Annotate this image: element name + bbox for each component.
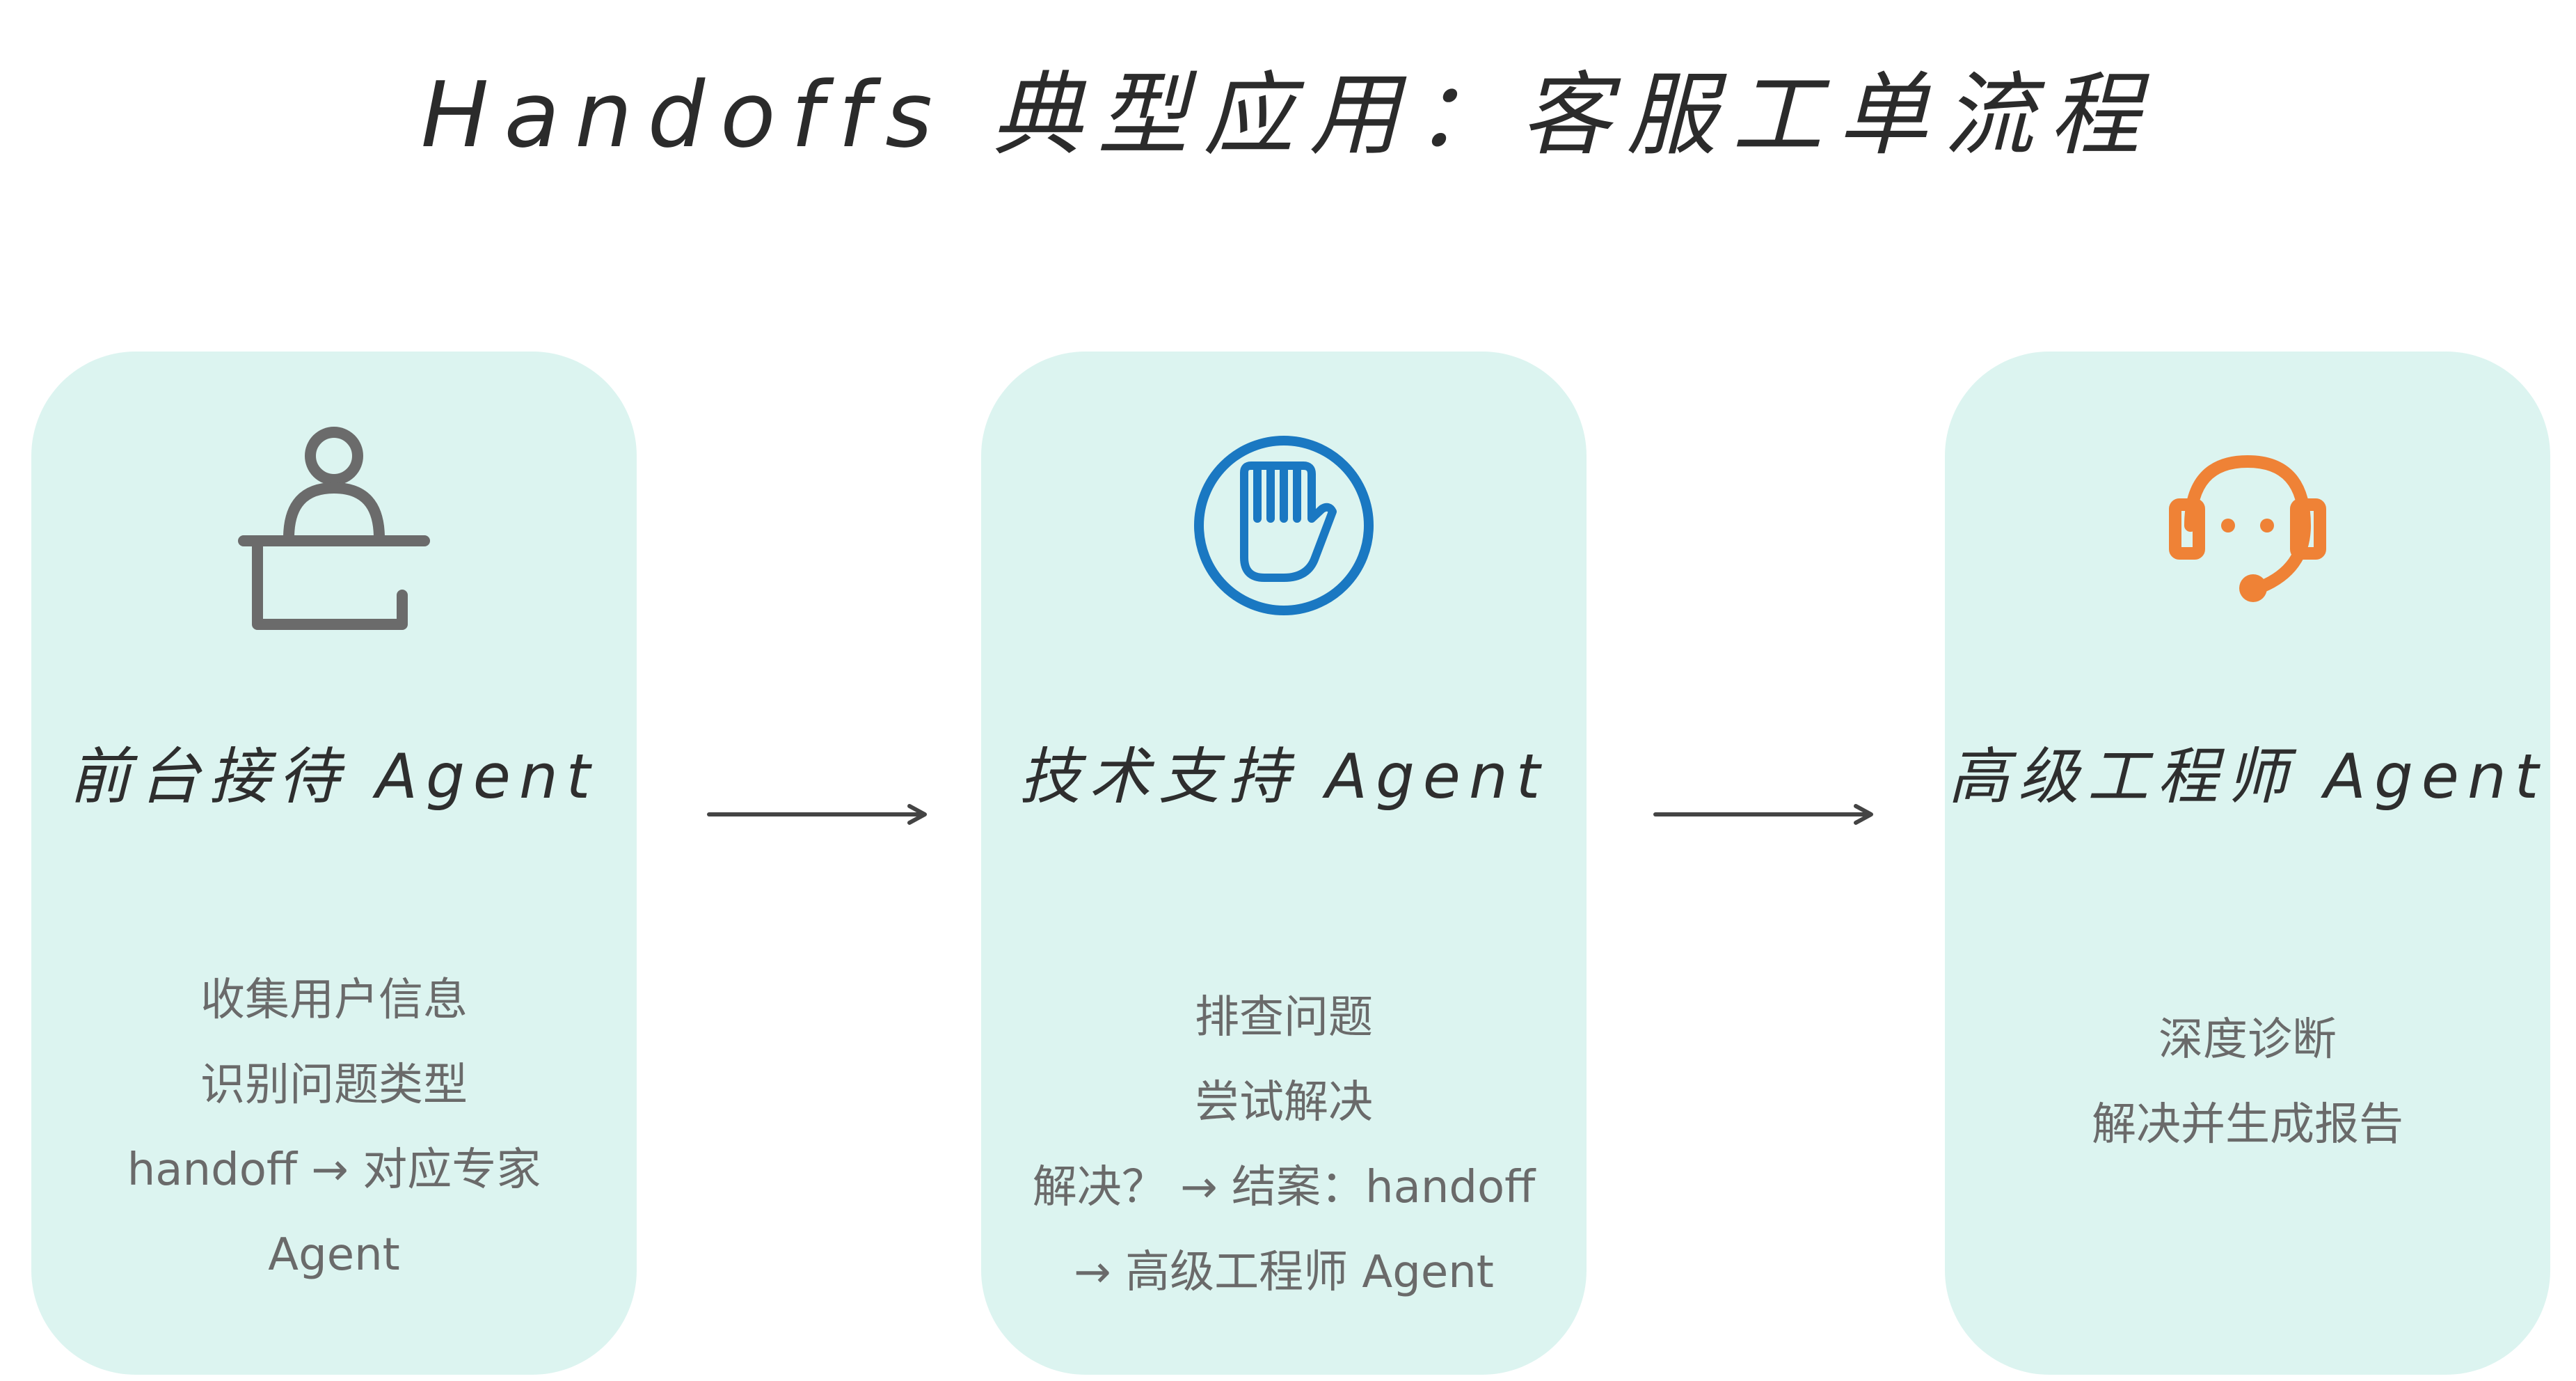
- description-line: 解决并生成报告: [2092, 1099, 2403, 1151]
- description-line: 收集用户信息: [200, 974, 468, 1026]
- page-title: Handoffs 典型应用：客服工单流程: [420, 62, 2156, 168]
- tech-support-agent-description: 排查问题尝试解决解决？ → 结案：handoff → 高级工程师 Agent: [981, 975, 1587, 1315]
- headset-support-icon: [2143, 421, 2352, 630]
- description-line: handoff → 对应专家: [127, 1144, 541, 1196]
- description-line: Agent: [268, 1229, 400, 1281]
- description-line: → 高级工程师 Agent: [1074, 1247, 1494, 1298]
- senior-engineer-agent-description: 深度诊断解决并生成报告: [1945, 997, 2550, 1167]
- senior-engineer-agent-name: 高级工程师 Agent: [1948, 741, 2547, 812]
- tech-support-agent-card: 技术支持 Agent 排查问题尝试解决解决？ → 结案：handoff → 高级工…: [981, 352, 1587, 1375]
- description-line: 尝试解决: [1195, 1077, 1373, 1128]
- description-line: 识别问题类型: [200, 1059, 468, 1111]
- flow-arrow-1: [706, 800, 929, 828]
- reception-agent-name: 前台接待 Agent: [69, 741, 599, 812]
- reception-agent-card: 前台接待 Agent 收集用户信息识别问题类型 handoff → 对应专家 Age…: [31, 352, 637, 1375]
- reception-agent-description: 收集用户信息识别问题类型 handoff → 对应专家 Agent: [31, 958, 637, 1297]
- reception-desk-icon: [230, 421, 438, 630]
- description-line: 解决？ → 结案：handoff: [1032, 1162, 1536, 1213]
- description-line: 深度诊断: [2158, 1014, 2337, 1066]
- flow-arrow-2: [1653, 800, 1875, 828]
- description-line: 排查问题: [1195, 992, 1373, 1043]
- raised-hand-icon: [1179, 421, 1388, 630]
- senior-engineer-agent-card: 高级工程师 Agent 深度诊断解决并生成报告: [1945, 352, 2550, 1375]
- tech-support-agent-name: 技术支持 Agent: [1019, 741, 1549, 812]
